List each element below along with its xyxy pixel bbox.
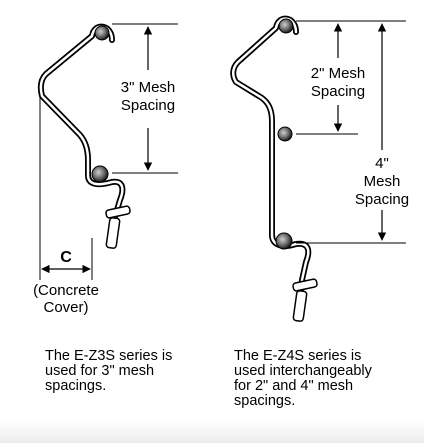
ez4s-4in-label-line1: 4" [375,155,389,172]
ez3s-wire [37,23,126,239]
ez3s-cover-label-line2: Cover) [43,299,88,316]
ez3s-bottom-mesh-bar [91,165,109,183]
ez3s-cover-symbol: C [60,249,72,266]
ez3s-top-mesh-bar [94,25,110,41]
bottom-shade-band [0,421,424,443]
ez4s-middle-mesh-bar [277,126,293,142]
ez3s-caption: The E-Z3S series is used for 3" mesh spa… [45,348,173,394]
ez4s-top-mesh-bar [278,18,294,34]
ez4s-bottom-mesh-bar [275,232,293,250]
ez4s-caption: The E-Z4S series is used interchangeably… [234,348,372,409]
ez3s-spacing-label-line2: Spacing [121,97,175,114]
ez4s-2in-label-line1: 2" Mesh [311,65,366,82]
ez3s-spacing-label-line1: 3" Mesh [121,79,176,96]
ez4s-wire [230,15,312,299]
ez3s-spacer-figure: 3" Mesh Spacing C (Concrete Cover) [33,23,178,316]
ez4s-tip [292,278,318,322]
ez4s-4in-label-line3: Spacing [355,191,409,208]
ez4s-4in-label-line2: Mesh [364,173,401,190]
ez3s-tip [105,205,131,249]
ez3s-cover-label-line1: (Concrete [33,282,99,299]
ez4s-spacer-figure: 2" Mesh Spacing 4" Mesh Spacing [230,15,409,322]
ez4s-2in-label-line2: Spacing [311,83,365,100]
